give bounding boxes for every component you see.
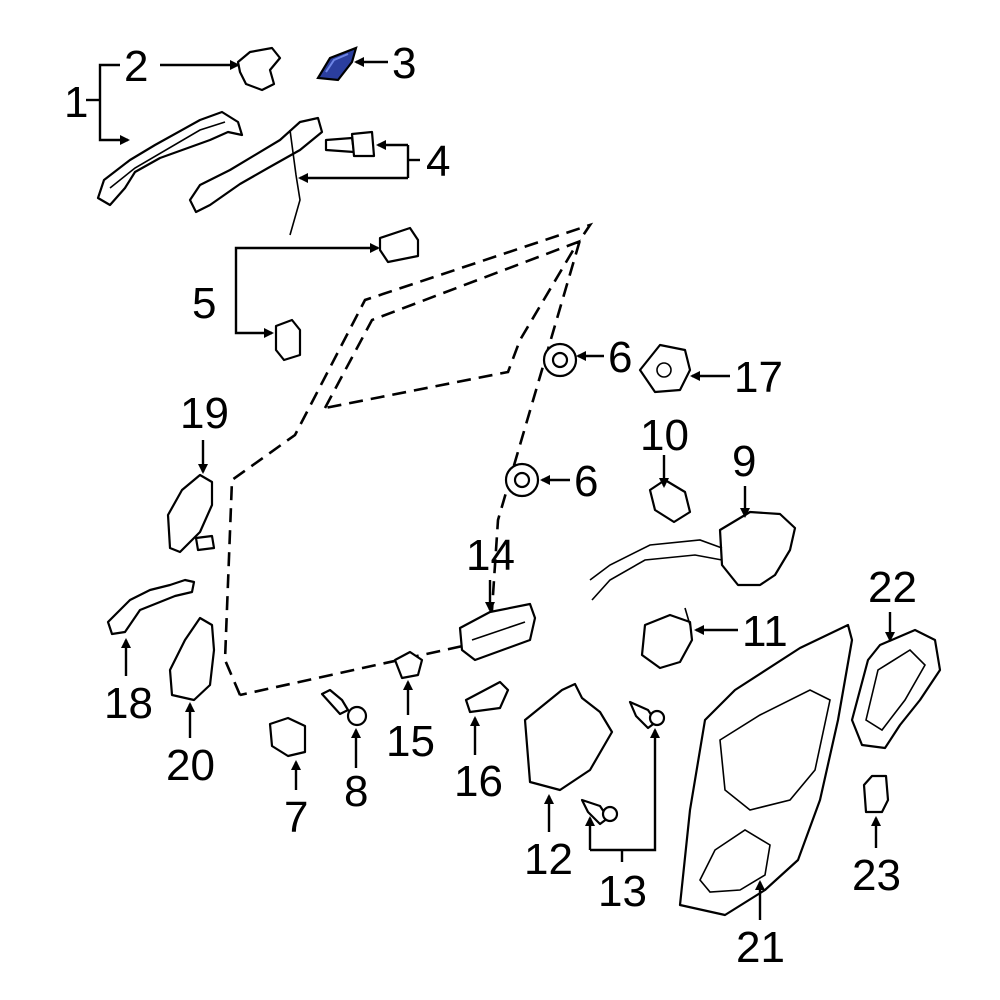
callout-5: 5 [192,279,216,328]
part-lock-motor [640,607,694,670]
callout-23: 23 [852,851,901,900]
part-bumper [268,716,307,758]
callout-8: 8 [344,767,368,816]
part-lower-hinge [168,616,216,702]
callout-13: 13 [598,867,647,916]
callout-15: 15 [386,717,435,766]
callout-21: 21 [736,923,785,972]
callout-6-upper: 6 [608,333,632,382]
callout-10: 10 [640,411,689,460]
callout-1: 1 [64,78,88,127]
callout-11: 11 [742,607,788,656]
part-grommets [504,342,578,498]
part-small-seal [862,774,890,814]
part-rivets [580,700,666,826]
callout-7: 7 [284,793,308,842]
part-motor-module [523,682,614,792]
part-bezel [464,680,510,714]
callout-2: 2 [124,42,148,91]
part-outer-handle [96,110,244,207]
callout-14: 14 [466,531,515,580]
part-panel-seal [850,628,942,750]
part-upper-hinge [166,473,216,554]
part-check-strap [106,578,196,636]
part-inner-handle [458,602,537,662]
callout-19: 19 [180,389,229,438]
door-outline [223,222,594,697]
callout-3: 3 [392,39,416,88]
callout-12: 12 [524,835,573,884]
part-handle-bracket [188,116,376,236]
part-actuator [648,478,692,524]
callout-4: 4 [426,137,450,186]
callout-6-lower: 6 [574,457,598,506]
callout-22: 22 [868,563,917,612]
part-handle-cover [236,46,282,92]
callout-20: 20 [166,741,215,790]
part-screw [320,688,368,727]
part-latch [589,510,797,601]
callout-9: 9 [732,437,756,486]
callout-17: 17 [734,353,783,402]
part-gasket-highlight [316,46,358,82]
part-clip [393,650,424,680]
callout-labels: 1 2 3 4 5 6 6 7 8 9 10 11 12 13 14 15 16… [64,39,917,972]
part-pads [274,226,420,362]
leader-lines [86,57,895,920]
part-regulator-panel [678,623,854,917]
part-striker [638,343,692,394]
callout-18: 18 [104,679,153,728]
callout-16: 16 [454,757,503,806]
